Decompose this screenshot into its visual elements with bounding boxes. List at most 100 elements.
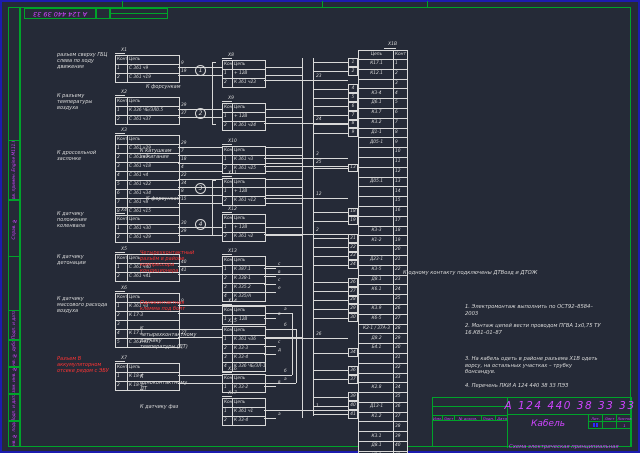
- pin-cell: 15: [394, 197, 407, 206]
- table-row: Д13-136: [359, 402, 407, 412]
- pin-cell: 3: [116, 163, 128, 171]
- circuit-cell: [359, 197, 394, 206]
- pin-cell: 18: [394, 227, 407, 236]
- table-row: 2К 361 ч24: [223, 121, 265, 130]
- right-connector-table: ЦепьКонтК17.11К12.123К3-44Д6.15К3.76К3.2…: [358, 50, 408, 453]
- circuit-cell: К2.8: [359, 383, 394, 392]
- pin-cell: 6: [116, 190, 128, 198]
- wire-number: 8: [181, 190, 184, 194]
- wire-number: 19: [181, 70, 186, 74]
- table-row: 1С 361 ч30: [116, 224, 179, 233]
- table-header-row: КонтЦепь: [223, 104, 265, 112]
- pin-cell: 1: [116, 107, 128, 115]
- designator-underline: [115, 291, 125, 292]
- pin-cell: 1: [223, 266, 233, 274]
- wire-number: 23: [316, 75, 321, 79]
- circuit-header: Цепь: [233, 104, 265, 112]
- connector-table: КонтЦепь1+ 12В2К 361 ч12: [222, 178, 266, 206]
- frame-tick: [122, 1, 123, 8]
- pin-cell: 2: [116, 116, 128, 124]
- corner-stamp-divider: [110, 13, 168, 14]
- circuit-cell: К 361 ч3: [233, 156, 265, 164]
- pin-cell: 20: [394, 246, 407, 255]
- junction-letter: с: [278, 279, 280, 283]
- circuit-cell: К 361 ч23: [233, 79, 265, 87]
- wire-number: 2: [316, 229, 319, 233]
- circuit-cell: [359, 374, 394, 383]
- note-line: 1. Электромонтаж выполнить по ОСТ92–8584…: [465, 304, 603, 317]
- circuit-cell: [359, 148, 394, 157]
- wire-line: [313, 89, 348, 90]
- mating-pin-box: 9: [348, 128, 358, 137]
- table-row: 2К 17-3: [116, 311, 179, 320]
- pin-cell: 1: [116, 264, 128, 272]
- pin-cell: 2: [116, 154, 128, 162]
- designator-underline: [222, 396, 232, 397]
- pin-cell: 21: [394, 256, 407, 265]
- wire-line: [313, 309, 348, 310]
- table-row: К17.11: [359, 59, 407, 69]
- table-row: 2К 33-4: [223, 416, 265, 425]
- table-row: К3.926: [359, 304, 407, 314]
- table-row: 3: [359, 79, 407, 89]
- circuit-cell: [359, 393, 394, 402]
- circuit-header: Цепь: [128, 136, 179, 144]
- wire-line: [313, 379, 348, 380]
- pin-cell: 1: [223, 70, 233, 78]
- circuit-cell: К 361 ч24: [233, 122, 265, 130]
- junction-letter: а: [284, 378, 287, 382]
- junction-letter: в: [278, 381, 281, 385]
- circuit-cell: Д8.1: [359, 442, 394, 451]
- mating-pin-box: 39: [348, 392, 358, 401]
- table-row: К3.27: [359, 118, 407, 128]
- group-label: разъем сверху ГБЦ слева по ходу движения: [57, 52, 112, 70]
- circuit-cell: С 361 ч18: [128, 163, 179, 171]
- mating-pin-box: 21: [348, 234, 358, 243]
- mating-pin-box: 40: [348, 401, 358, 410]
- pin-cell: 7: [394, 119, 407, 128]
- designator-underline: [222, 254, 232, 255]
- wire-line: [313, 397, 348, 398]
- designator-underline: [115, 53, 125, 54]
- wire-line: [313, 318, 348, 319]
- connector-table: КонтЦепь1С 361 ч92С 361 ч19: [115, 55, 180, 83]
- table-row: К12.12: [359, 69, 407, 79]
- circuit-cell: С 361 ч19: [128, 74, 179, 82]
- junction-letter: с: [278, 263, 280, 267]
- drawing-title: Кабель: [508, 415, 588, 433]
- connector-table: КонтЦепь1+ 12В2К 361 ч2: [222, 214, 266, 242]
- group-label: К катушкам зажигания: [140, 148, 192, 160]
- table-row: 4С 361 ч4: [116, 171, 179, 180]
- wire-line: [264, 166, 348, 167]
- pin-cell: 1: [223, 113, 233, 121]
- designator-underline: [222, 144, 232, 145]
- doc-number: А 124 440 38 33 33: [508, 398, 632, 415]
- table-row: 20: [359, 245, 407, 255]
- title-block: Изм. Лист № докум. Подп. Дата А 124 440 …: [432, 397, 632, 447]
- mating-pin-box: 34: [348, 348, 358, 357]
- pin-cell: 1: [116, 373, 128, 381]
- stamp-box: Взам. инв. №: [8, 367, 20, 394]
- circuit-header: Цепь: [233, 257, 265, 265]
- circuit-cell: К3-3: [359, 227, 394, 236]
- pin-cell: 28: [394, 325, 407, 334]
- pin-cell: 2: [223, 417, 233, 425]
- pin-header: Конт: [223, 61, 233, 69]
- group-label: Четырехконтактный разъём в районе компре…: [140, 250, 192, 274]
- table-header-row: КонтЦепь: [223, 147, 265, 155]
- mating-pin-box: 41: [348, 410, 358, 419]
- mating-pin-box: 22: [348, 243, 358, 252]
- group-label: К четырехконтактному датчику температуры…: [140, 326, 192, 350]
- table-row: Д1-18: [359, 128, 407, 138]
- format-label: Формат А2: [588, 447, 614, 453]
- circuit-cell: [359, 364, 394, 373]
- pin-cell: 2: [116, 312, 128, 320]
- wire-number: 30: [181, 222, 186, 226]
- injector-number-circle: 1: [195, 65, 206, 76]
- bus-line: [292, 313, 293, 375]
- pin-header: Конт: [116, 98, 128, 106]
- pin-cell: 30: [394, 344, 407, 353]
- note-line: 4. Перечень ПКИ А 124 440 38 33 ПЭЗ: [465, 383, 603, 390]
- pin-cell: 1: [223, 336, 233, 344]
